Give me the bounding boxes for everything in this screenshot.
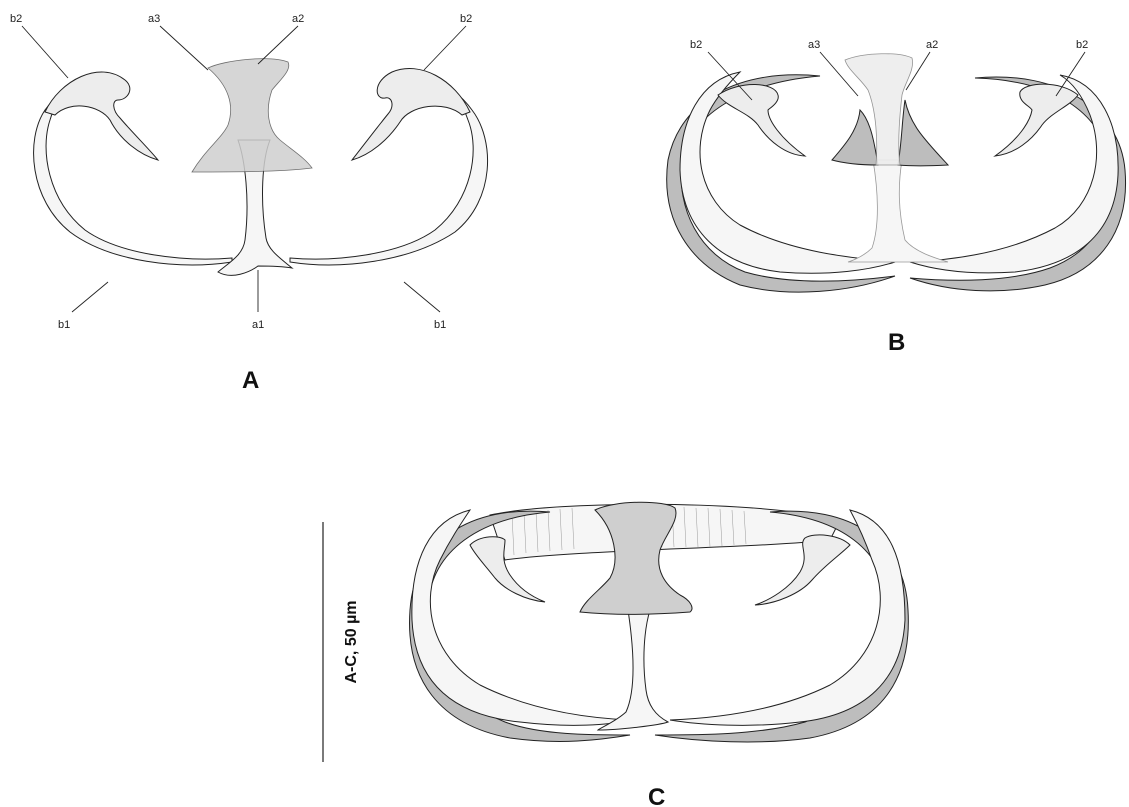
label-b-b2-right: b2 bbox=[1076, 39, 1088, 51]
panel-a: b2 a3 a2 b2 b1 a1 b1 A bbox=[10, 13, 488, 394]
label-a-a2: a2 bbox=[292, 13, 304, 25]
scale-bar: A-C, 50 µm bbox=[323, 522, 360, 762]
label-b-a3: a3 bbox=[808, 39, 820, 51]
panel-label-c: C bbox=[648, 784, 665, 807]
panel-label-b: B bbox=[888, 329, 905, 356]
panel-b-right-hook bbox=[995, 84, 1078, 156]
label-a-a3: a3 bbox=[148, 13, 160, 25]
panel-b-median-bar bbox=[848, 160, 948, 262]
panel-b-left-hook bbox=[718, 84, 805, 156]
label-b-b2-left: b2 bbox=[690, 39, 702, 51]
panel-c-median-bar bbox=[598, 610, 668, 730]
panel-c: C bbox=[410, 502, 909, 807]
panel-a-right-hook bbox=[352, 68, 470, 160]
panel-b-anchor-left bbox=[832, 110, 878, 165]
panel-b-left-ring bbox=[680, 72, 895, 273]
panel-b-right-ring bbox=[910, 75, 1118, 273]
panel-a-anchor bbox=[192, 59, 312, 172]
label-b-a2: a2 bbox=[926, 39, 938, 51]
label-a-b2-left: b2 bbox=[10, 13, 22, 25]
label-a-b2-right: b2 bbox=[460, 13, 472, 25]
panel-b-anchor-right bbox=[898, 100, 948, 166]
scale-bar-label: A-C, 50 µm bbox=[343, 600, 360, 683]
label-a-a1: a1 bbox=[252, 319, 264, 331]
panel-label-a: A bbox=[242, 367, 259, 394]
panel-c-right-hook bbox=[755, 535, 850, 605]
panel-a-left-hook bbox=[45, 72, 158, 160]
panel-b: b2 a3 a2 b2 B bbox=[667, 39, 1126, 356]
label-a-b1-right: b1 bbox=[434, 319, 446, 331]
label-a-b1-left: b1 bbox=[58, 319, 70, 331]
